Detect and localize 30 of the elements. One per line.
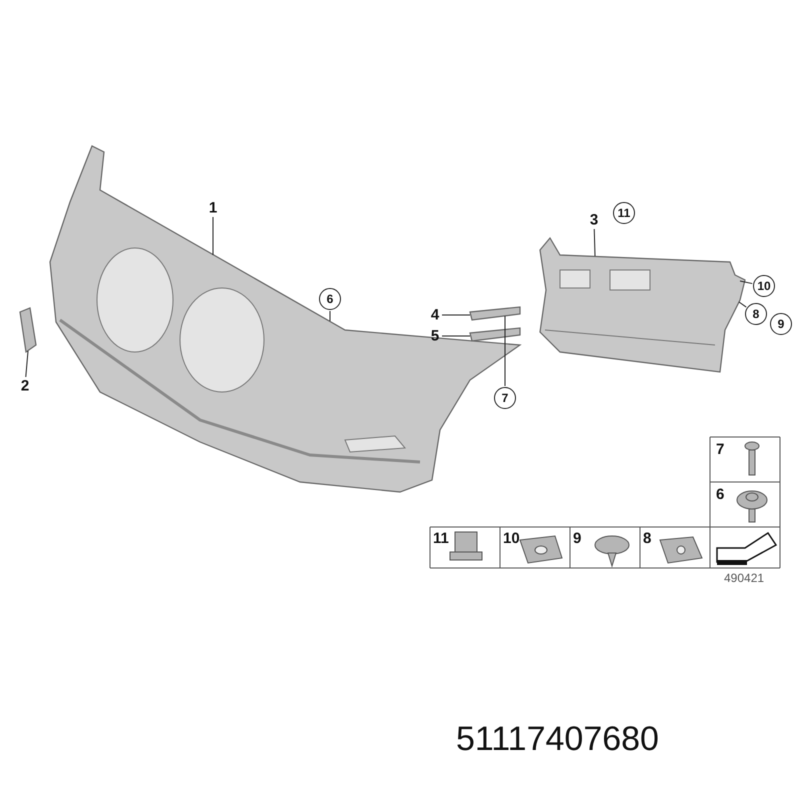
callout-number: 4 (430, 308, 440, 322)
callout-number: 3 (590, 212, 598, 228)
leader-line (738, 302, 747, 308)
callout-number: 6 (716, 487, 724, 502)
leader-line (740, 280, 753, 284)
leader-line (594, 228, 596, 256)
callout-number: 1 (208, 200, 218, 216)
diagram-number: 490421 (724, 572, 764, 584)
trim-strip-drawing (469, 306, 521, 321)
callout-number: 9 (770, 313, 792, 335)
callout-number: 7 (716, 442, 724, 457)
trim-strip-drawing (469, 327, 521, 342)
leader-line (442, 314, 470, 316)
bracket-drawing (539, 236, 746, 373)
callout-number: 11 (433, 531, 449, 546)
callout-number: 8 (643, 531, 652, 546)
callout-number: 7 (494, 387, 516, 409)
leader-line (25, 350, 28, 378)
part-number: 51117407680 (456, 722, 659, 756)
callout-number: 10 (753, 275, 775, 297)
callout-number: 11 (613, 202, 635, 224)
leader-line (504, 316, 506, 386)
bumper-drawing (49, 145, 522, 493)
callout-number: 6 (319, 288, 341, 310)
callout-number: 10 (503, 531, 520, 546)
trim-strip-drawing (19, 307, 37, 354)
callout-number: 8 (745, 303, 767, 325)
callout-number: 2 (20, 378, 30, 394)
leader-line (212, 216, 214, 256)
callout-number: 9 (573, 531, 582, 546)
